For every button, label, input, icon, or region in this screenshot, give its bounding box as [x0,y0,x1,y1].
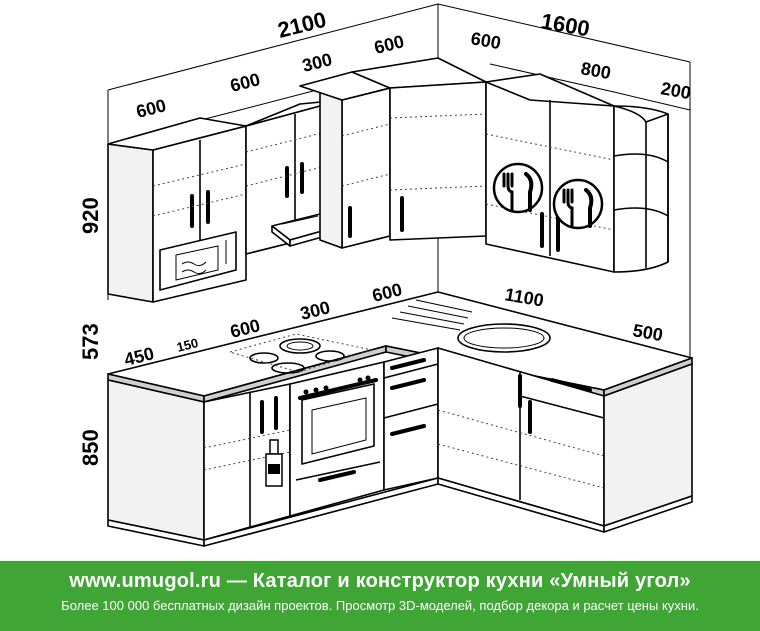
dim-height-base: 850 [78,429,103,466]
dim-upper-w1: 600 [134,95,168,122]
oven-door [301,383,375,465]
base-cabinets-right [437,347,693,533]
dim-upper-w2: 600 [228,69,262,96]
dim-base-w5: 500 [631,320,664,345]
dim-base-w2: 150 [175,335,200,355]
oven-knobs [303,375,371,395]
dim-upper-w5: 200 [659,78,692,103]
banner-title[interactable]: www.umugol.ru — Каталог и конструктор ку… [69,570,691,592]
dim-base-right: 1100 [503,284,545,310]
sink [391,299,551,353]
fork-knife-icon [552,178,604,230]
dim-height-upper: 920 [78,197,103,234]
dim-upper-right-total: 1600 [539,8,592,41]
upper-corner-cabinet [351,57,487,241]
dim-height-gap: 573 [78,323,103,360]
fork-knife-icon [492,162,544,214]
dim-upper-total: 2100 [275,7,329,43]
banner-subtitle: Более 100 000 бесплатных дизайн проектов… [61,598,699,613]
dim-upper-w3: 300 [300,49,334,76]
footer-banner: www.umugol.ru — Каталог и конструктор ку… [0,561,760,631]
dim-upper-corner-right: 600 [469,28,502,53]
kitchen-drawing: 2100 1600 600 600 300 600 600 800 200 92… [78,3,693,547]
upper-cabinets-left [107,71,391,303]
upper-cabinets-right [485,73,669,273]
base-cabinets-left [107,347,439,547]
bottle-icon [265,439,283,487]
cooktop [229,333,373,374]
dim-upper-corner-left: 600 [372,31,406,58]
dim-upper-w4: 800 [579,58,612,83]
